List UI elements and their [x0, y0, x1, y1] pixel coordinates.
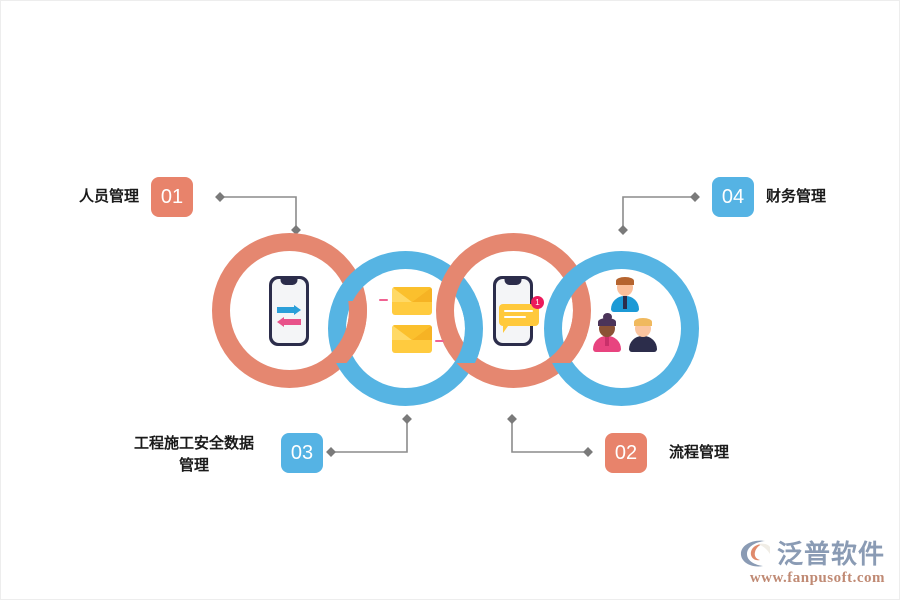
- connector-dot-02-label: [583, 447, 593, 457]
- watermark-url: www.fanpusoft.com: [749, 570, 885, 586]
- phone-exchange-arrows-icon: [269, 276, 309, 346]
- label-text-02: 流程管理: [669, 444, 730, 462]
- phone-chat-notification-icon: 1: [493, 276, 544, 346]
- person-bottom-left: [593, 313, 621, 352]
- badge-04[interactable]: 04: [712, 177, 754, 217]
- connector-01: [220, 196, 297, 230]
- label-text-03: 工程施工安全数据 管理: [133, 435, 254, 474]
- interlock-patch-3-over-4: [547, 301, 587, 363]
- label-group-03[interactable]: 工程施工安全数据 管理 03: [119, 433, 323, 477]
- label-group-01[interactable]: 人员管理 01: [79, 177, 194, 217]
- connector-02: [511, 419, 588, 453]
- connector-dot-01-label: [215, 192, 225, 202]
- connector-03: [331, 419, 408, 453]
- label-text-04: 财务管理: [766, 188, 827, 206]
- interlock-patch-2-over-3: [439, 301, 479, 363]
- connector-dot-03-label: [326, 447, 336, 457]
- badge-02[interactable]: 02: [605, 433, 647, 473]
- badge-03[interactable]: 03: [281, 433, 323, 473]
- watermark-brand: 泛普软件: [776, 540, 885, 569]
- watermark: 泛普软件 www.fanpusoft.com: [739, 534, 885, 587]
- person-bottom-right: [629, 316, 657, 352]
- label-group-02[interactable]: 02 流程管理: [605, 433, 729, 473]
- connector-dot-02-ring: [507, 414, 517, 424]
- connector-dot-04-label: [690, 192, 700, 202]
- notification-badge: 1: [531, 296, 544, 309]
- person-top: [611, 276, 639, 312]
- badge-01[interactable]: 01: [151, 177, 194, 217]
- label-group-04[interactable]: 04 财务管理: [712, 177, 826, 217]
- fanpu-c-logo-icon: [740, 540, 770, 566]
- connector-dot-03-ring: [402, 414, 412, 424]
- org-chart-people-icon: [589, 276, 661, 352]
- connector-04: [622, 196, 695, 230]
- label-text-01: 人员管理: [79, 188, 140, 206]
- connector-dot-04-ring: [618, 225, 628, 235]
- envelopes-icon: [379, 283, 445, 359]
- interlock-patch-1-over-2: [331, 301, 371, 363]
